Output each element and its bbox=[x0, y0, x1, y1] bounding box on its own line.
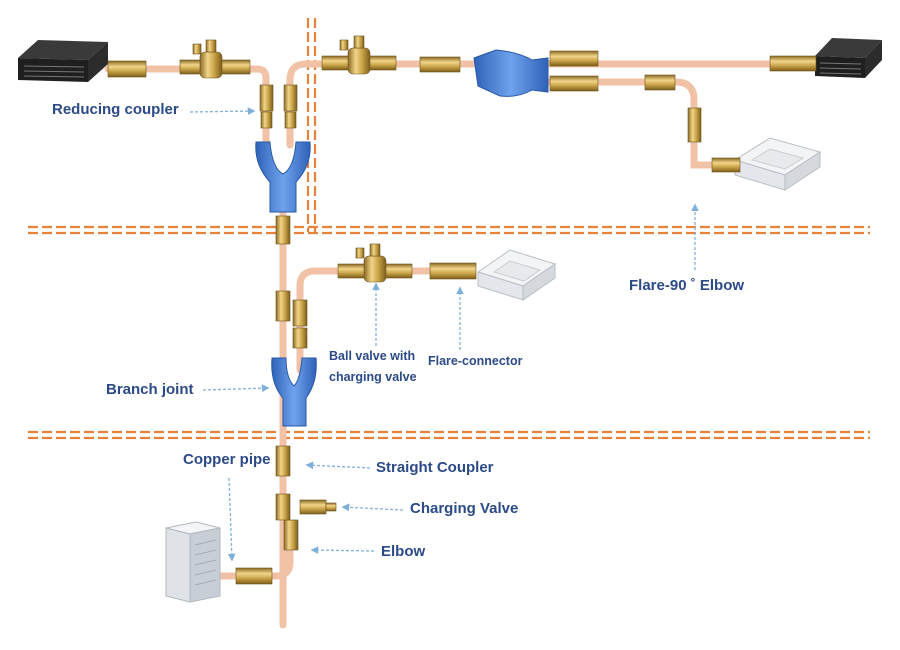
branch-joint-lower bbox=[271, 357, 317, 427]
floor-divider-upper bbox=[28, 225, 870, 235]
label-flare-elbow: Flare-90 ˚ Elbow bbox=[629, 277, 745, 294]
pointer-arrows bbox=[189, 107, 699, 562]
label-ball-valve: Ball valve with charging valve bbox=[329, 346, 417, 388]
brass-horizontal-fittings bbox=[107, 50, 817, 585]
floor-divider-lower bbox=[28, 430, 870, 440]
arrow-branch-joint bbox=[202, 384, 270, 393]
arrow-straight-coupler bbox=[305, 461, 371, 470]
label-elbow: Elbow bbox=[381, 543, 426, 560]
branch-joint-upper-right bbox=[473, 49, 549, 97]
cassette-unit-middle bbox=[476, 249, 557, 301]
wall-divider bbox=[306, 18, 317, 232]
brass-couplers bbox=[259, 84, 702, 551]
label-copper-pipe: Copper pipe bbox=[183, 451, 271, 468]
arrow-copper-pipe bbox=[227, 477, 236, 562]
ball-valve-top-middle bbox=[321, 35, 397, 75]
cassette-unit-upper bbox=[733, 137, 822, 191]
label-reducing-coupler: Reducing coupler bbox=[52, 101, 179, 118]
arrow-elbow bbox=[310, 546, 375, 555]
ball-valve-middle-floor bbox=[337, 243, 413, 283]
branch-joint-top bbox=[255, 141, 311, 213]
arrow-reducing-coupler bbox=[189, 107, 256, 115]
label-flare-connector: Flare-connector bbox=[428, 354, 523, 368]
label-straight-coupler: Straight Coupler bbox=[376, 459, 494, 476]
outdoor-unit bbox=[165, 521, 221, 603]
label-ball-valve-line2: charging valve bbox=[329, 370, 417, 384]
label-ball-valve-line1: Ball valve with bbox=[329, 349, 416, 363]
label-charging-valve: Charging Valve bbox=[410, 500, 519, 517]
ball-valve-top-left bbox=[179, 39, 251, 79]
indoor-duct-unit-left bbox=[18, 40, 108, 82]
arrow-charging-valve bbox=[341, 503, 404, 512]
charging-valve bbox=[275, 493, 337, 521]
label-branch-joint: Branch joint bbox=[106, 381, 194, 398]
indoor-duct-unit-right bbox=[815, 38, 882, 78]
